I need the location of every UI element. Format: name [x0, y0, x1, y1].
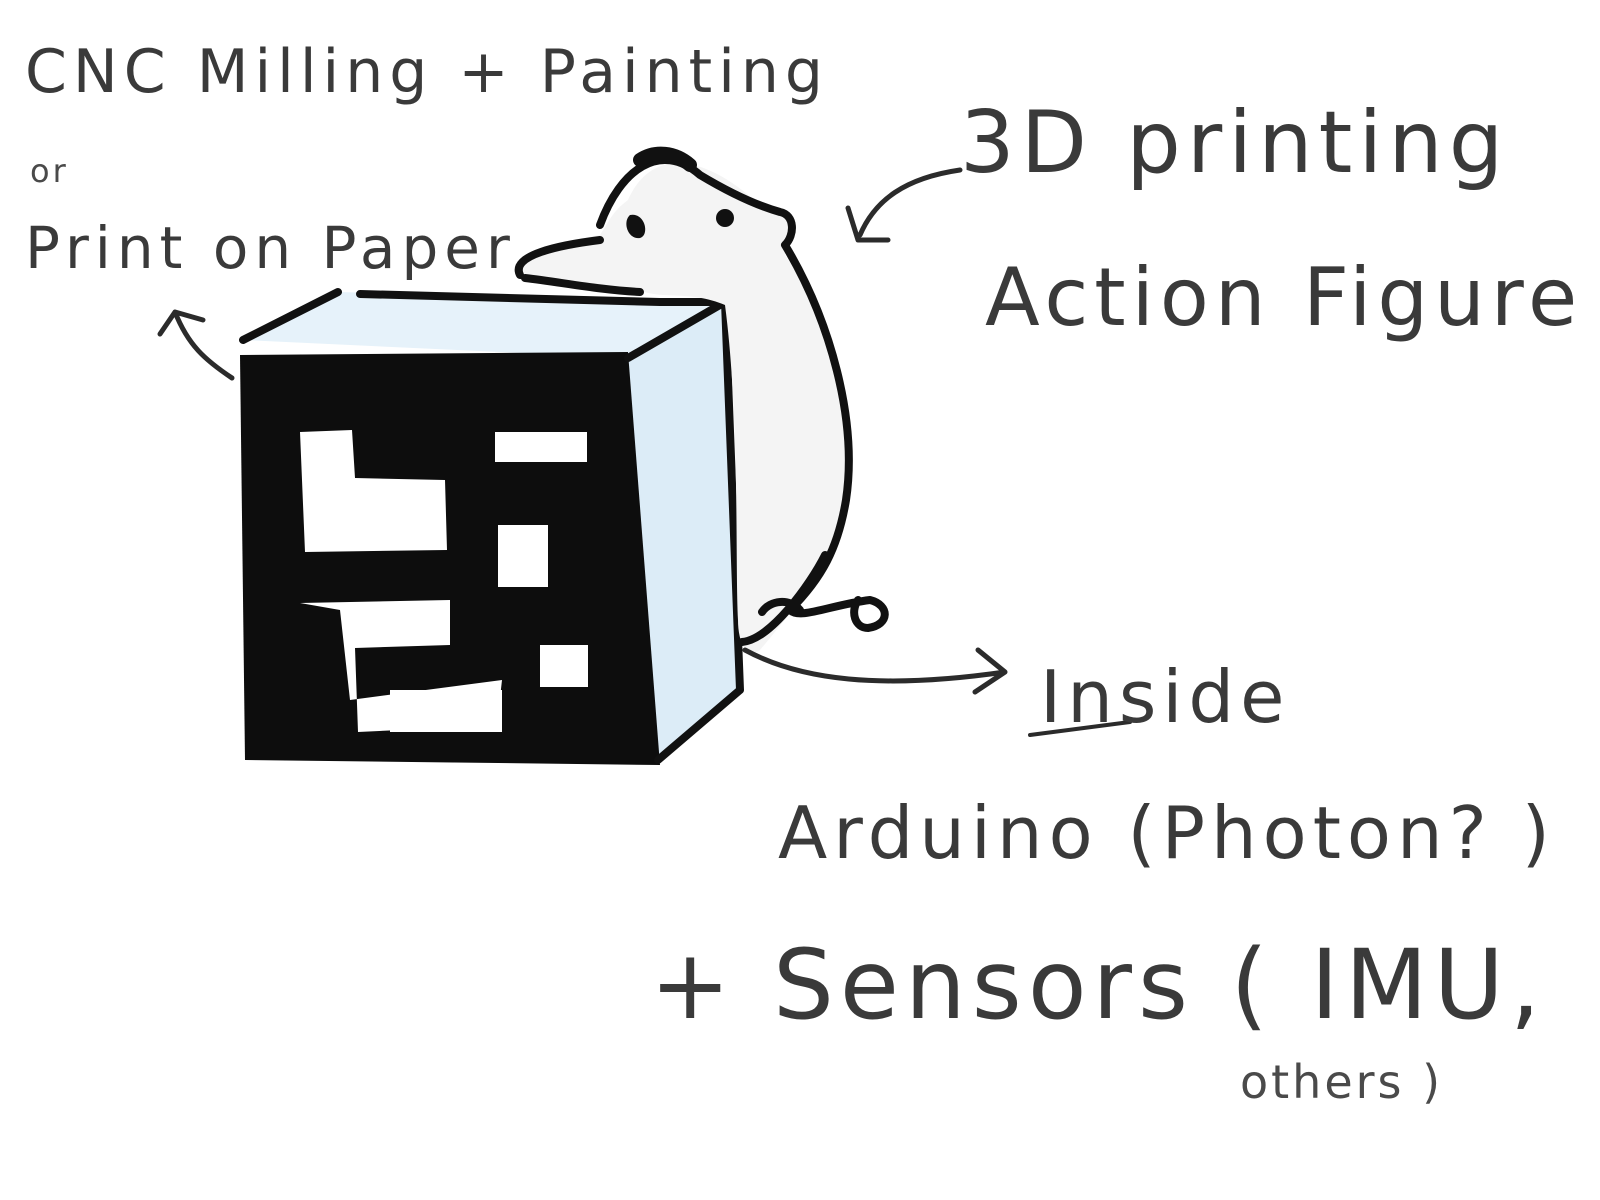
3d-printing-label: 3D printing — [960, 93, 1509, 193]
cnc-label: CNC Milling + Painting — [25, 37, 829, 107]
action-figure — [514, 146, 889, 653]
figure-eye-left — [626, 214, 646, 239]
figure-head-top — [633, 146, 697, 172]
fiducial-marker — [300, 430, 588, 732]
cube-edges — [239, 288, 744, 764]
cube-side-face — [628, 302, 740, 760]
cube-top-face — [243, 292, 725, 358]
figure-eye-right — [716, 209, 734, 227]
arduino-label: Arduino (Photon? ) — [778, 791, 1556, 875]
others-label: others ) — [1240, 1055, 1443, 1109]
inside-arrow — [742, 647, 1008, 695]
or-label: or — [30, 152, 69, 190]
figure-outline — [514, 156, 889, 646]
print-on-paper-label: Print on Paper — [25, 214, 516, 282]
3d-printing-arrow — [845, 167, 963, 243]
sensors-label: + Sensors ( IMU, — [650, 929, 1546, 1041]
cube — [239, 288, 744, 765]
inside-label: Inside — [1040, 655, 1290, 739]
action-figure-label: Action Figure — [985, 251, 1583, 344]
cnc-arrow — [157, 309, 235, 381]
inside-underline — [1028, 720, 1132, 737]
